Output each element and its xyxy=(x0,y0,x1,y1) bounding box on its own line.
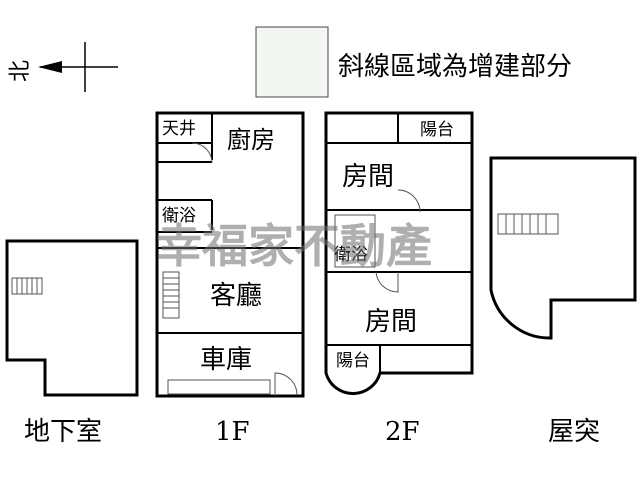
floor-1f-plan: 天井 廚房 衛浴 客廳 車庫 xyxy=(155,111,305,398)
f2-room-top-label: 房間 xyxy=(342,162,394,192)
f1-garage-label: 車庫 xyxy=(200,345,252,375)
floor-2f-plan: 陽台 房間 衛浴 房間 陽台 xyxy=(324,111,474,396)
f2-outline xyxy=(324,111,474,396)
f1-interior-walls xyxy=(157,113,303,334)
f2-bath-label: 衛浴 xyxy=(334,245,368,265)
compass: 北 xyxy=(8,42,118,92)
f2-balcony-bottom-label: 陽台 xyxy=(336,351,370,371)
watermark: 幸福家不動產 xyxy=(156,219,432,273)
basement-outline xyxy=(5,239,139,397)
floor-label-roof: 屋突 xyxy=(548,417,600,447)
floor-label-1f: 1F xyxy=(215,417,250,447)
basement-plan xyxy=(5,239,139,397)
f1-doors xyxy=(167,142,298,396)
roof-plan xyxy=(489,156,637,340)
floor-label-basement: 地下室 xyxy=(24,417,102,447)
compass-arrow-head xyxy=(38,61,62,73)
f1-outline xyxy=(155,111,305,398)
f1-bath-label: 衛浴 xyxy=(162,206,196,226)
legend-swatch xyxy=(255,26,329,98)
basement-stairs xyxy=(11,277,43,295)
roof-stairs xyxy=(497,213,559,235)
legend-text: 斜線區域為增建部分 xyxy=(338,52,572,82)
f1-living-label: 客廳 xyxy=(210,281,262,311)
f1-stairs xyxy=(162,271,180,319)
legend: 斜線區域為增建部分 xyxy=(255,26,572,98)
f2-doors xyxy=(334,189,421,293)
floor-label-2f: 2F xyxy=(385,417,420,447)
f2-balcony-top-label: 陽台 xyxy=(420,120,454,140)
f1-courtyard-label: 天井 xyxy=(162,119,196,139)
north-label: 北 xyxy=(8,60,33,82)
f1-kitchen-label: 廚房 xyxy=(227,126,275,154)
f2-interior-walls xyxy=(326,113,472,373)
f2-room-bottom-label: 房間 xyxy=(365,307,417,337)
roof-outline xyxy=(489,156,637,340)
